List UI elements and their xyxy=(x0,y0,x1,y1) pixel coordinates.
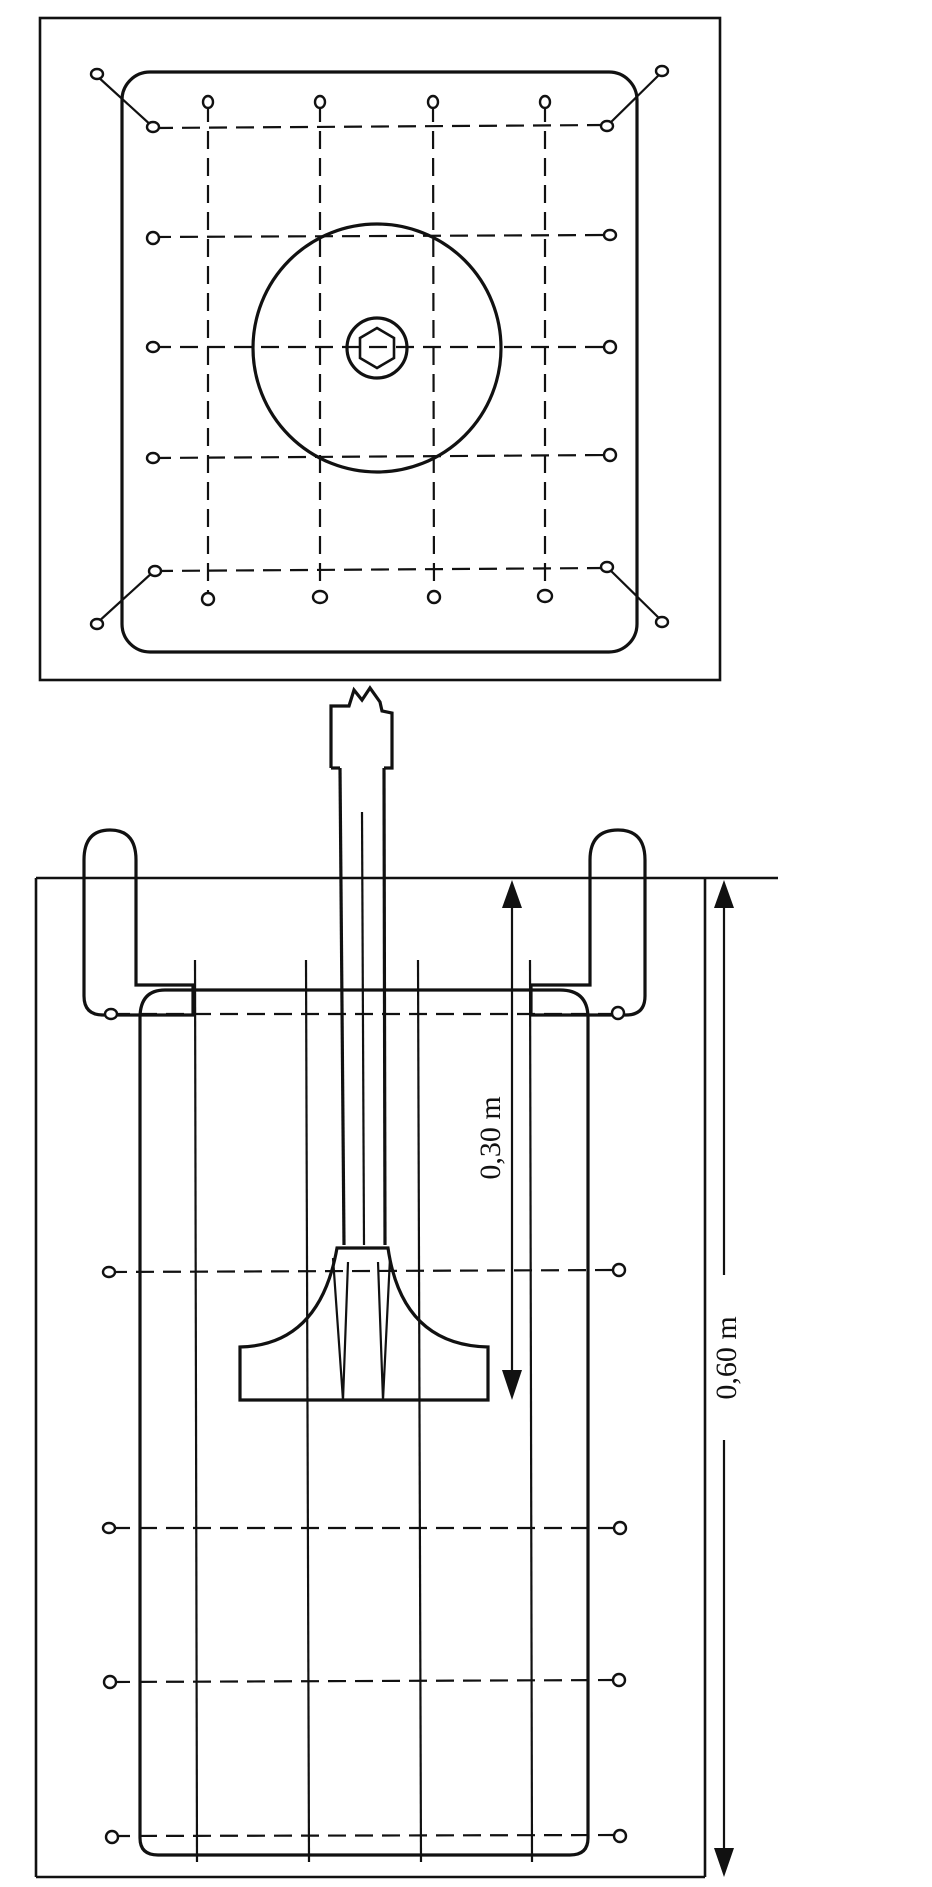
section-ring xyxy=(101,1521,117,1535)
plan-base-plate-circle xyxy=(251,222,503,474)
section-bar-v3 xyxy=(416,959,423,1863)
section-bar-v1 xyxy=(193,959,199,1863)
plan-view-frame xyxy=(38,16,722,682)
plan-ring xyxy=(145,120,161,134)
plan-tie-top-left xyxy=(96,75,154,128)
dimension-total-depth: 0,60 m xyxy=(710,880,743,1877)
section-ring xyxy=(611,1262,627,1278)
plan-ring xyxy=(536,588,554,604)
section-column xyxy=(238,685,490,1402)
plan-ring xyxy=(426,94,440,110)
plan-ring xyxy=(201,94,215,110)
plan-slab-outline xyxy=(120,70,639,654)
dimension-inner-label: 0,30 m xyxy=(474,1096,507,1179)
plan-bar-h2 xyxy=(152,233,610,239)
section-bar-h5 xyxy=(111,1833,619,1838)
plan-ring xyxy=(89,67,105,81)
plan-hex-bolt-icon xyxy=(358,326,396,370)
dimension-total-label: 0,60 m xyxy=(710,1316,743,1399)
plan-ring xyxy=(145,230,161,246)
plan-tie-top-right xyxy=(606,71,663,127)
section-ring xyxy=(611,1672,627,1688)
plan-view xyxy=(38,16,722,682)
plan-vertical-bars xyxy=(206,103,547,598)
section-ring xyxy=(103,1007,119,1021)
section-ring xyxy=(102,1674,118,1690)
section-gusset-right xyxy=(376,1257,392,1401)
section-ring xyxy=(612,1520,628,1536)
plan-ring xyxy=(599,560,615,574)
plan-ring xyxy=(599,119,615,133)
dimension-inner-depth: 0,30 m xyxy=(474,880,522,1400)
section-column-shaft-left xyxy=(338,767,346,1246)
plan-ring xyxy=(145,340,161,354)
section-column-flare xyxy=(238,1246,490,1402)
plan-ring xyxy=(147,564,163,578)
plan-ring xyxy=(602,228,618,242)
plan-ring xyxy=(200,591,216,607)
plan-ring xyxy=(602,339,618,355)
plan-anchor-rings xyxy=(89,64,670,631)
section-ring xyxy=(612,1828,628,1844)
dimension-total-arrow-up xyxy=(714,880,734,908)
section-column-inner-line xyxy=(360,811,366,1246)
plan-tie-bottom-left xyxy=(96,571,154,624)
plan-ring xyxy=(654,64,670,78)
dimension-inner-arrow-down xyxy=(502,1370,522,1400)
plan-ring xyxy=(89,617,105,631)
dimension-total-arrow-down xyxy=(714,1848,734,1877)
section-ring xyxy=(104,1829,120,1845)
section-bar-v4 xyxy=(528,959,534,1863)
plan-ring xyxy=(145,451,161,465)
dimension-inner-arrow-up xyxy=(502,880,522,908)
plan-ring xyxy=(654,615,670,629)
plan-bar-v3 xyxy=(431,103,436,597)
section-cage-outline xyxy=(138,988,590,1857)
section-lifting-loop-left xyxy=(82,828,195,1017)
section-bar-h4 xyxy=(111,1678,618,1684)
plan-ring xyxy=(313,94,327,110)
plan-ring xyxy=(426,589,442,605)
section-view: 0,30 m 0,60 m xyxy=(34,685,778,1879)
plan-ring xyxy=(602,447,618,463)
section-anchor-rings xyxy=(101,1005,628,1845)
plan-tie-bottom-right xyxy=(606,566,663,622)
section-bar-v2 xyxy=(304,959,311,1863)
plan-corner-ties xyxy=(96,71,663,624)
plan-ring xyxy=(538,94,552,110)
plan-ring xyxy=(311,589,329,605)
plan-bar-h5 xyxy=(154,566,608,573)
section-column-broken-top xyxy=(329,685,394,770)
section-gusset-left xyxy=(331,1257,350,1401)
section-column-shaft-right xyxy=(382,767,387,1246)
plan-bar-h1 xyxy=(154,123,607,130)
plan-column-socket xyxy=(345,316,409,380)
plan-bar-h4 xyxy=(152,453,610,460)
section-vertical-bars xyxy=(193,959,534,1863)
section-ring xyxy=(101,1265,117,1279)
section-lifting-loop-right xyxy=(529,828,647,1017)
plan-horizontal-bars xyxy=(152,123,610,573)
section-bar-h2 xyxy=(108,1268,617,1274)
section-ring xyxy=(610,1005,626,1021)
